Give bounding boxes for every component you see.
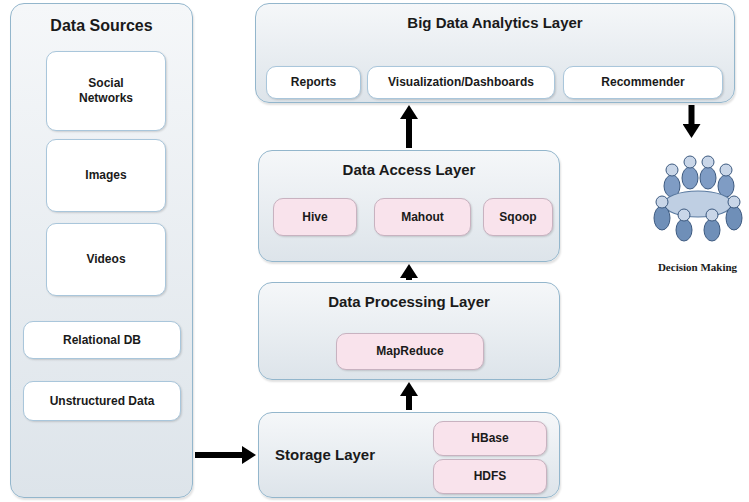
source-box: Videos	[46, 223, 166, 296]
box-label: Mahout	[401, 210, 444, 225]
person-head	[666, 164, 678, 176]
layer-heading: Data Processing Layer	[259, 293, 559, 312]
person-body	[676, 219, 692, 241]
person-head	[706, 209, 718, 221]
layer-panel: Data Processing LayerMapReduce	[258, 282, 560, 380]
decision-node: Decision Making	[648, 140, 747, 275]
decision-illustration	[652, 142, 744, 242]
tool-box: HDFS	[433, 459, 547, 494]
tool-box: HBase	[433, 421, 547, 456]
tool-box: Mahout	[374, 198, 471, 236]
layer-heading: Big Data Analytics Layer	[256, 14, 734, 33]
layer-heading: Data Sources	[11, 16, 192, 36]
layer-heading: Storage Layer	[275, 446, 375, 465]
person-head	[702, 156, 714, 168]
person-body	[700, 167, 716, 189]
source-panel: Data SourcesSocial NetworksImagesVideosR…	[10, 3, 193, 498]
layer-panel: Storage Layer HBaseHDFS	[258, 412, 560, 498]
layer-panel: Data Access LayerHive Mahout Sqoop	[258, 150, 560, 262]
box-label: Visualization/Dashboards	[388, 75, 534, 90]
person-head	[656, 196, 668, 208]
person-body	[654, 206, 670, 230]
tool-box: MapReduce	[336, 333, 484, 370]
person-head	[684, 156, 696, 168]
tool-box: Hive	[273, 198, 357, 236]
tool-box: Visualization/Dashboards	[367, 66, 555, 99]
meeting-table	[664, 191, 732, 217]
person-head	[678, 209, 690, 221]
tool-box: Sqoop	[483, 198, 553, 236]
person-head	[728, 196, 740, 208]
box-label: Social Networks	[66, 76, 146, 106]
person-body	[682, 167, 698, 189]
tool-box: Reports	[266, 66, 361, 99]
layer-panel: Big Data Analytics LayerReports Visualiza…	[255, 3, 735, 103]
person-body	[726, 206, 742, 230]
box-label: Relational DB	[63, 333, 141, 348]
source-box: Images	[46, 139, 166, 212]
flow-arrow	[406, 119, 412, 148]
flow-arrow	[406, 278, 412, 280]
box-label: MapReduce	[376, 344, 443, 359]
box-label: Sqoop	[499, 210, 536, 225]
person-body	[704, 219, 720, 241]
box-label: Unstructured Data	[50, 394, 155, 409]
box-label: HBase	[471, 431, 508, 446]
flow-arrow	[406, 396, 412, 410]
box-label: Recommender	[601, 75, 684, 90]
source-box: Social Networks	[46, 51, 166, 131]
flow-arrow	[689, 105, 695, 124]
layer-heading: Data Access Layer	[259, 161, 559, 180]
caption-text: Decision Making	[658, 261, 737, 275]
tool-box: Recommender	[563, 66, 723, 99]
source-box: Unstructured Data	[23, 381, 181, 421]
source-box: Relational DB	[23, 321, 181, 359]
box-label: HDFS	[474, 469, 507, 484]
box-label: Videos	[86, 252, 125, 267]
box-label: Images	[85, 168, 126, 183]
box-label: Hive	[302, 210, 327, 225]
box-label: Reports	[291, 75, 336, 90]
flow-arrow	[195, 452, 242, 458]
person-head	[720, 164, 732, 176]
